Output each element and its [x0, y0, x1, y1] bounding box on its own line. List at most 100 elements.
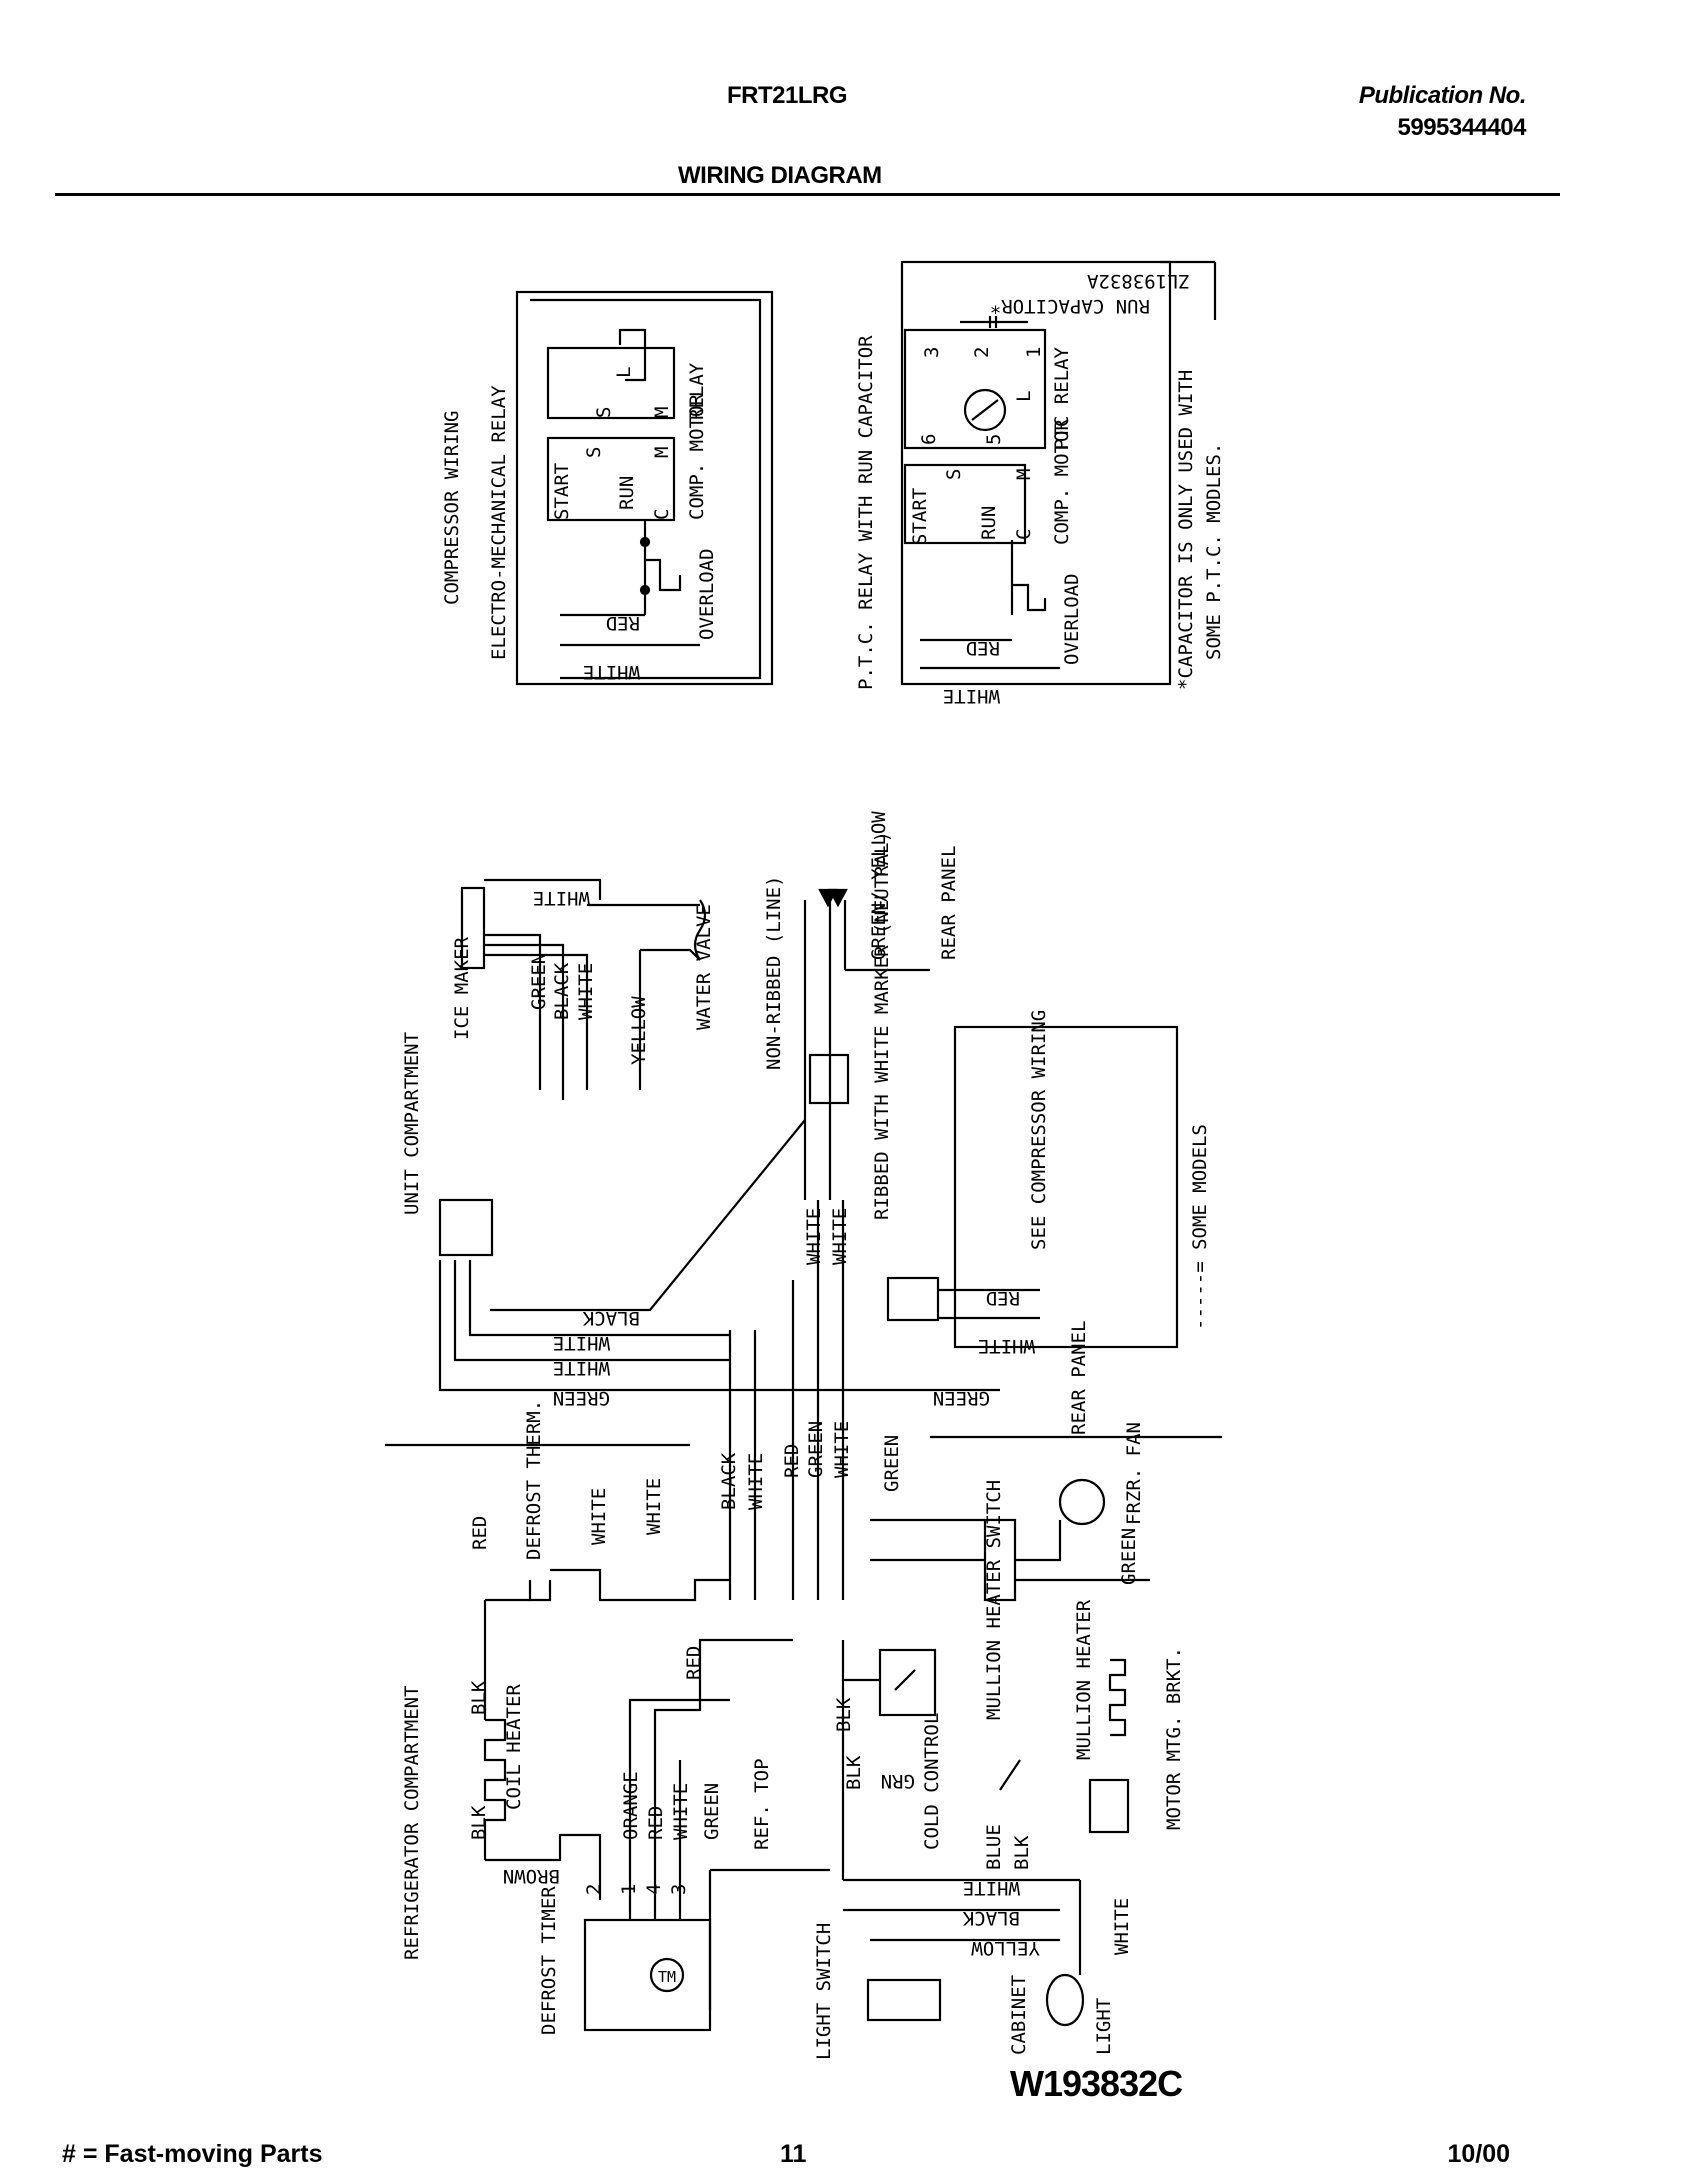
- trunk-green-label: GREEN: [805, 1421, 827, 1478]
- trunk-white2-label: WHITE: [829, 1208, 851, 1265]
- mullion-heater-label: MULLION HEATER: [1073, 1599, 1095, 1760]
- ribbed-label: RIBBED WITH WHITE MARKER (NEUTRAL): [871, 831, 893, 1220]
- water-valve-icon: [693, 899, 707, 961]
- some-models-label: -----= SOME MODELS: [1189, 1124, 1211, 1330]
- relay1-relay-box: [546, 346, 676, 420]
- frzr-fan-label: FRZR. FAN: [1123, 1422, 1145, 1525]
- orange-label: ORANGE: [620, 1771, 642, 1840]
- relay1-node: [639, 536, 651, 548]
- publication-number: 5995344404: [1397, 114, 1527, 141]
- mullion-switch-symbol: [999, 1759, 1021, 1791]
- relay2-m-label: M: [1013, 469, 1035, 480]
- relay2-5-label: 5: [983, 434, 1005, 445]
- ice-maker-connector: [460, 886, 486, 970]
- light-black-label: BLACK: [962, 1907, 1020, 1929]
- green-bus-wire: [438, 1260, 1000, 1392]
- defrost-white-label: WHITE: [588, 1488, 610, 1545]
- light-switch-box: [866, 1978, 942, 2022]
- relay1-node: [639, 584, 651, 596]
- ice-wire-green: [484, 933, 542, 1090]
- refrigerator-compartment-title: REFRIGERATOR COMPARTMENT: [401, 1685, 423, 1960]
- black-bus-wire: [490, 1119, 806, 1312]
- see-compressor-label: SEE COMPRESSOR WIRING: [1028, 1010, 1050, 1250]
- compressor-plug: [886, 1276, 940, 1322]
- rear-panel-bottom-label: REAR PANEL: [1068, 1321, 1090, 1435]
- publication-label: Publication No.: [1358, 82, 1527, 109]
- bus-white2-label: WHITE: [553, 1357, 610, 1379]
- relay1-frame: [515, 290, 774, 686]
- page-title: WIRING DIAGRAM: [678, 162, 882, 189]
- ref-top-label: REF. TOP: [751, 1758, 773, 1850]
- header-rule: [55, 193, 1560, 196]
- relay1-overload-symbol: [645, 558, 682, 592]
- mullion-blk-label: BLK: [1011, 1835, 1033, 1870]
- relay2-6-label: 6: [918, 434, 940, 445]
- capacitor-note-2: SOME P.T.C. MODLES.: [1203, 443, 1225, 660]
- white-bus-wire-1: [468, 1260, 730, 1337]
- trunk-white-label-2: WHITE: [745, 1453, 767, 1510]
- relay1-white-label: WHITE: [583, 661, 640, 683]
- relay1-inner-wire: [530, 298, 762, 680]
- relay2-l-label: L: [1013, 391, 1035, 402]
- fan-wire-3: [1015, 1520, 1062, 1562]
- timer-red-label: RED: [645, 1806, 667, 1840]
- cord-connector: [808, 1053, 850, 1105]
- bus-green2-label: GREEN: [933, 1387, 990, 1409]
- brown-label: BROWN: [503, 1865, 560, 1887]
- rear-panel-top-label: REAR PANEL: [938, 846, 960, 960]
- ice-top-wire: [484, 878, 602, 900]
- timer-white-label: WHITE: [670, 1783, 692, 1840]
- relay1-m-label: M: [651, 447, 673, 458]
- cabinet-label: CABINET: [1008, 1975, 1030, 2055]
- relay1-red-label: RED: [606, 612, 640, 634]
- non-ribbed-label: NON-RIBBED (LINE): [763, 876, 785, 1070]
- relay2-white-label: WHITE: [943, 685, 1000, 707]
- unit-compartment: UNIT COMPARTMENT ICE MAKER GREEN BLACK W…: [401, 811, 1211, 1600]
- unit-connector: [438, 1198, 494, 1257]
- relay2-frame: [900, 260, 1172, 686]
- mullion-connector: [1088, 1778, 1130, 1834]
- relay1-title: ELECTRO-MECHANICAL RELAY: [488, 385, 510, 660]
- relay2-2-label: 2: [971, 347, 993, 358]
- coil-heater-label: COIL HEATER: [503, 1684, 525, 1810]
- light-yellow-label: YELLOW: [971, 1937, 1040, 1959]
- mullion-heater-icon: [1108, 1658, 1127, 1737]
- bus-green-label: GREEN: [553, 1387, 610, 1409]
- relay2-3-label: 3: [921, 347, 943, 358]
- ice-white-top-label: WHITE: [533, 887, 590, 909]
- coil-heater-icon: [483, 1718, 507, 1822]
- ice-maker-label: ICE MAKER: [451, 936, 473, 1040]
- relay2-comp-motor-label: COMP. MOTOR: [1051, 419, 1073, 545]
- relay2-1-label: 1: [1023, 347, 1045, 358]
- ice-wire-black: [484, 943, 565, 1100]
- timer-green-label: GREEN: [701, 1783, 723, 1840]
- coil-blk2-label: BLK: [468, 1805, 490, 1840]
- relay1-s2-label: S: [593, 407, 615, 418]
- relay2-motor-box: [903, 463, 1027, 545]
- ptc-thermistor-slash: [971, 399, 999, 421]
- freezer-fan-icon: [1058, 1478, 1106, 1526]
- timer-motor-label: TM: [658, 1968, 676, 1986]
- relay1-run-label: RUN: [616, 476, 638, 510]
- defrost-therm-symbol: [528, 1580, 552, 1602]
- model-number: FRT21LRG: [727, 82, 848, 109]
- compressor-red-label: RED: [986, 1287, 1020, 1309]
- orange-bus: [628, 1698, 730, 1740]
- relay1-motor-box: [546, 436, 676, 522]
- valve-wire-2: [640, 948, 701, 961]
- timer-motor-icon: [649, 1957, 685, 1993]
- compressor-white-label: WHITE: [978, 1335, 1035, 1357]
- relay2-overload-symbol: [1012, 583, 1047, 612]
- cold-control-switch: [894, 1669, 916, 1691]
- coil-blk-label: BLK: [468, 1680, 490, 1715]
- bus-white1-label: WHITE: [553, 1332, 610, 1354]
- relay1-l-label: L: [613, 367, 635, 378]
- defrost-therm-label: DEFROST THERM.: [523, 1400, 545, 1560]
- relay2-overload-label: OVERLOAD: [1061, 573, 1083, 665]
- compressor-wiring-title: COMPRESSOR WIRING: [441, 411, 463, 605]
- fan-green-label: GREEN: [1118, 1528, 1140, 1585]
- relay1-s-label: S: [583, 447, 605, 458]
- timer-terminal-2: 2: [583, 1884, 605, 1895]
- relay2-c-label: C: [1013, 529, 1035, 540]
- bus-red-label: RED: [683, 1646, 705, 1680]
